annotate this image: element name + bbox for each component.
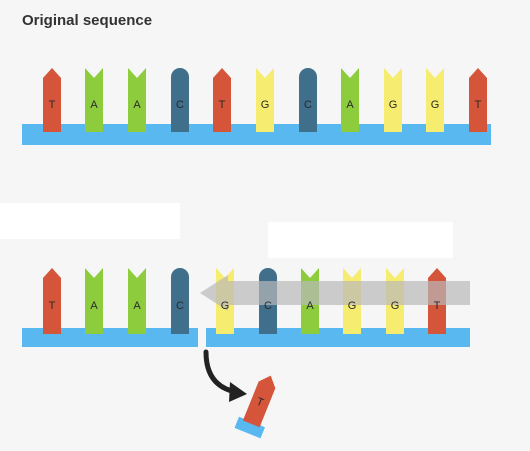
removed-backbone-fragment bbox=[234, 416, 265, 439]
original-base-5 bbox=[213, 68, 231, 132]
modified-left-base-2-label: A bbox=[90, 300, 98, 312]
modified-left-base-4-label: C bbox=[176, 300, 184, 312]
modified-right-base-5-label: G bbox=[391, 300, 400, 312]
original-base-4-label: C bbox=[176, 99, 184, 111]
modified-left-base-1-label: T bbox=[49, 300, 56, 312]
blank-label-left bbox=[0, 203, 180, 239]
original-base-10 bbox=[426, 68, 444, 132]
modified-right-base-3-label: A bbox=[306, 300, 314, 312]
shift-arrow-band bbox=[200, 275, 470, 311]
curved-arrow-head bbox=[229, 382, 247, 402]
original-base-3-label: A bbox=[133, 99, 141, 111]
modified-right-base-4-label: G bbox=[348, 300, 357, 312]
removed-base-label: T bbox=[254, 396, 265, 410]
original-base-3 bbox=[128, 68, 146, 132]
modified-right-base-1-label: G bbox=[221, 300, 230, 312]
original-base-8 bbox=[341, 68, 359, 132]
original-base-8-label: A bbox=[346, 99, 354, 111]
original-base-9 bbox=[384, 68, 402, 132]
modified-left-base-2 bbox=[85, 268, 103, 334]
original-base-6 bbox=[256, 68, 274, 132]
original-base-7-label: C bbox=[304, 99, 312, 111]
original-base-2 bbox=[85, 68, 103, 132]
modified-left-base-3-label: A bbox=[133, 300, 141, 312]
modified-right-base-2-label: C bbox=[264, 300, 272, 312]
original-base-1-label: T bbox=[49, 99, 56, 111]
original-base-11-label: T bbox=[475, 99, 482, 111]
original-base-9-label: G bbox=[389, 99, 398, 111]
modified-backbone-left bbox=[22, 328, 198, 347]
removed-base bbox=[242, 375, 276, 428]
original-base-2-label: A bbox=[90, 99, 98, 111]
original-base-11 bbox=[469, 68, 487, 132]
modified-left-base-1 bbox=[43, 268, 61, 334]
original-base-1 bbox=[43, 68, 61, 132]
removed-nucleotide: T bbox=[234, 375, 276, 439]
original-base-5-label: T bbox=[219, 99, 226, 111]
original-base-10-label: G bbox=[431, 99, 440, 111]
diagram-title: Original sequence bbox=[22, 12, 153, 29]
original-base-7 bbox=[299, 68, 317, 132]
original-base-6-label: G bbox=[261, 99, 270, 111]
modified-right-base-6-label: T bbox=[434, 300, 441, 312]
modified-left-base-3 bbox=[128, 268, 146, 334]
modified-left-base-4 bbox=[171, 268, 189, 334]
blank-label-right bbox=[268, 222, 453, 258]
original-base-4 bbox=[171, 68, 189, 132]
